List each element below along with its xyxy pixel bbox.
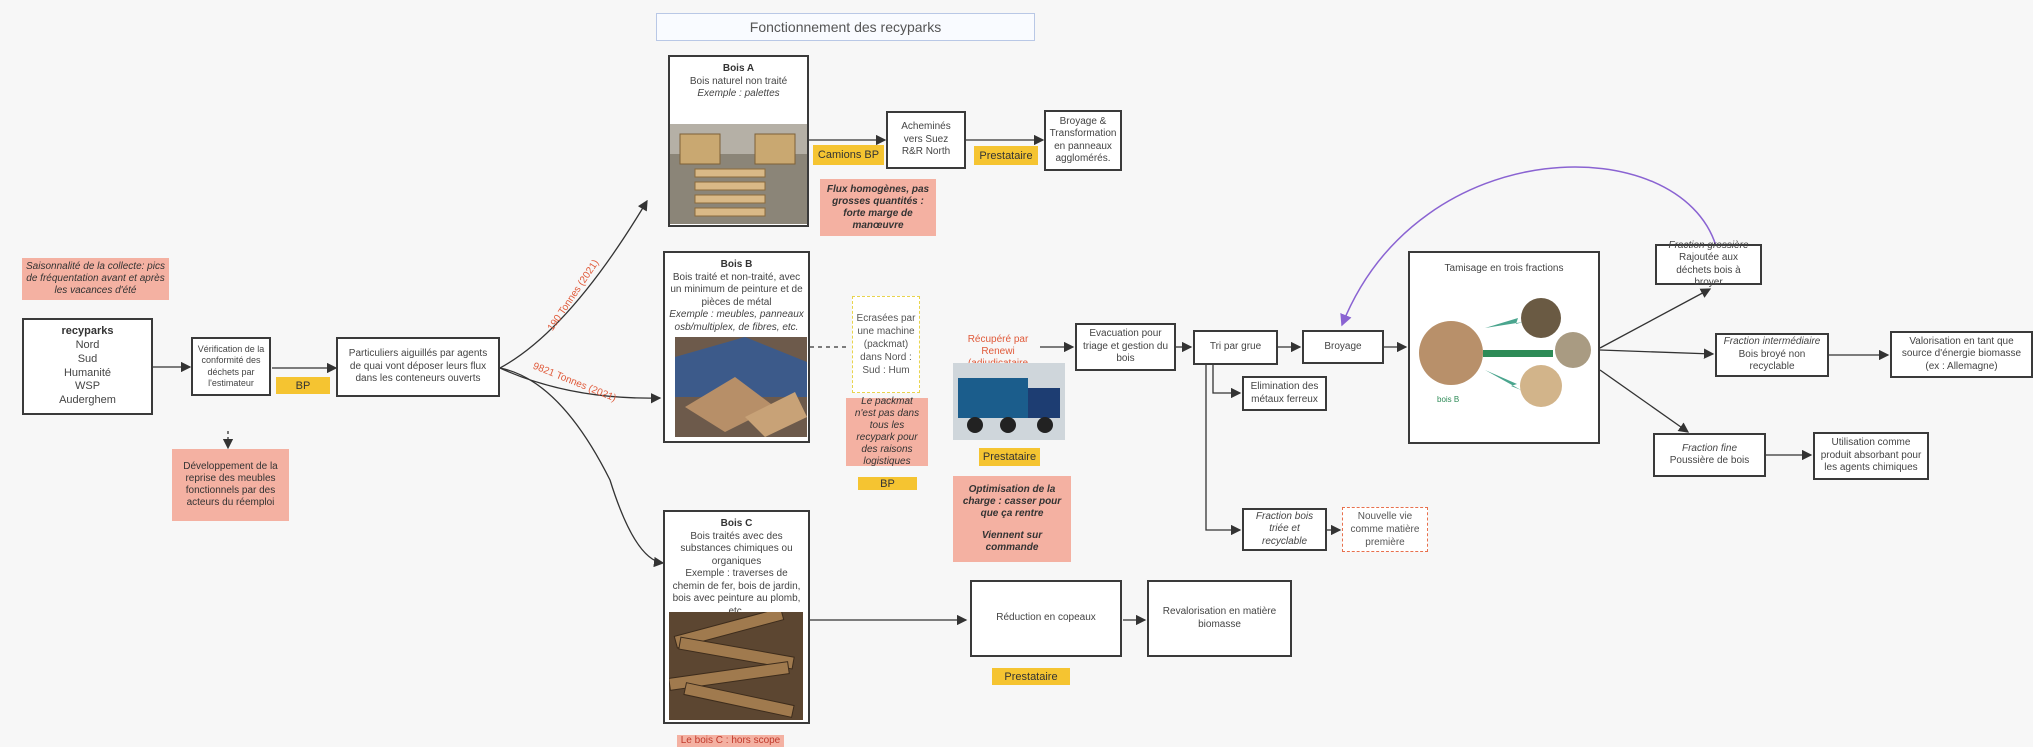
optimisation-text: Optimisation de la charge : casser pour … — [962, 484, 1062, 519]
arrow-to-bois-b — [499, 367, 662, 404]
ecrasees-box: Ecrasées par une machine (packmat) dans … — [852, 296, 920, 393]
broyage-box: Broyage — [1302, 330, 1384, 364]
wood-chips-image: bois B — [1413, 298, 1593, 411]
furniture-photo — [675, 337, 807, 437]
pallets-photo — [670, 124, 807, 224]
arrow-tamisage-fine — [1599, 369, 1690, 433]
fraction-fine-text: Poussière de bois — [1669, 455, 1750, 466]
saisonnalite-note: Saisonnalité de la collecte: pics de fré… — [22, 258, 169, 300]
bp-tag: BP — [276, 377, 330, 394]
revalorisation-box: Revalorisation en matière biomasse — [1147, 580, 1292, 657]
fraction-grossiere-box: Fraction grossière Rajoutée aux déchets … — [1655, 240, 1762, 288]
recyparks-site: Sud — [77, 352, 98, 365]
railway-sleepers-photo — [669, 612, 803, 720]
arrow-grossiere-back-to-broyage — [1340, 166, 1717, 327]
bois-b-desc: Bois traité et non-traité, avec un minim… — [670, 271, 803, 308]
arrow-tri-elimination — [1212, 365, 1242, 399]
tri-grue-box: Tri par grue — [1193, 330, 1278, 365]
developpement-note: Développement de la reprise des meubles … — [172, 449, 289, 521]
fraction-triee-box: Fraction bois triée et recyclable — [1242, 508, 1327, 551]
bois-b-example: Exemple : meubles, panneaux osb/multiple… — [669, 309, 804, 333]
bois-a-example: Exemple : palettes — [697, 88, 780, 99]
arrow-to-bois-a — [499, 199, 648, 369]
fraction-intermediaire-box: Fraction intermédiaire Bois broyé non re… — [1715, 333, 1829, 377]
fraction-fine-box: Fraction fine Poussière de bois — [1653, 433, 1766, 477]
diagram-title: Fonctionnement des recyparks — [656, 13, 1035, 41]
bois-b-mini-label: bois B — [1437, 395, 1459, 404]
fraction-intermediaire-text: Bois broyé non recyclable — [1738, 348, 1806, 373]
recyparks-title: recyparks — [61, 325, 114, 338]
recyparks-site: Nord — [75, 339, 100, 351]
achemines-box: Acheminés vers Suez R&R North — [886, 111, 966, 169]
arrow-tamisage-intermediaire — [1599, 348, 1715, 359]
bois-a-desc: Bois naturel non traité — [689, 75, 788, 87]
reduction-box: Réduction en copeaux — [970, 580, 1122, 657]
flux-note: Flux homogènes, pas grosses quantités : … — [820, 179, 936, 236]
prestataire-tag-a: Prestataire — [974, 146, 1038, 165]
bois-a-title: Bois A — [722, 63, 755, 74]
prestataire-tag-c: Prestataire — [992, 668, 1070, 685]
bois-c-desc: Bois traités avec des substances chimiqu… — [680, 530, 793, 567]
commande-text: Viennent sur commande — [981, 530, 1043, 553]
bois-c-example: Exemple : traverses de chemin de fer, bo… — [672, 568, 801, 617]
fraction-intermediaire-title: Fraction intermédiaire — [1723, 336, 1821, 348]
prestataire-tag-b: Prestataire — [979, 448, 1040, 466]
packmat-note: Le packmat n'est pas dans tous les recyp… — [846, 396, 928, 467]
arrow-tamisage-grossiere — [1599, 288, 1712, 349]
fraction-fine-title: Fraction fine — [1681, 442, 1738, 454]
bois-c-scope-note: Le bois C : hors scope — [677, 735, 784, 747]
fraction-grossiere-title: Fraction grossière — [1668, 239, 1749, 251]
fraction-grossiere-text: Rajoutée aux déchets bois à broyer — [1676, 252, 1741, 288]
evacuation-box: Evacuation pour triage et gestion du boi… — [1075, 323, 1176, 371]
recyparks-site: Auderghem — [59, 394, 116, 406]
elimination-box: Elimination des métaux ferreux — [1242, 376, 1327, 411]
optimisation-note: Optimisation de la charge : casser pour … — [953, 476, 1071, 562]
nouvelle-vie-box: Nouvelle vie comme matière première — [1342, 507, 1428, 552]
truck-photo — [953, 363, 1065, 440]
arrow-to-bois-c — [499, 367, 665, 568]
tamisage-title: Tamisage en trois fractions — [1444, 263, 1564, 274]
bois-b-title: Bois B — [720, 259, 753, 270]
recyparks-site: Humanité — [63, 366, 112, 379]
broyage-transformation-box: Broyage & Transformation en panneaux agg… — [1044, 110, 1122, 171]
bois-c-title: Bois C — [720, 518, 753, 529]
bp-tag-b: BP — [858, 477, 917, 490]
arrow-tri-fraction — [1205, 365, 1242, 536]
recyparks-box: recyparks Nord Sud Humanité WSP Auderghe… — [22, 318, 153, 415]
utilisation-box: Utilisation comme produit absorbant pour… — [1813, 432, 1929, 480]
particuliers-box: Particuliers aiguillés par agents de qua… — [336, 337, 500, 397]
verification-box: Vérification de la conformité des déchet… — [191, 337, 271, 396]
camions-bp-tag: Camions BP — [813, 145, 884, 165]
recyparks-site: WSP — [74, 380, 101, 393]
valorisation-box: Valorisation en tant que source d'énergi… — [1890, 331, 2033, 378]
